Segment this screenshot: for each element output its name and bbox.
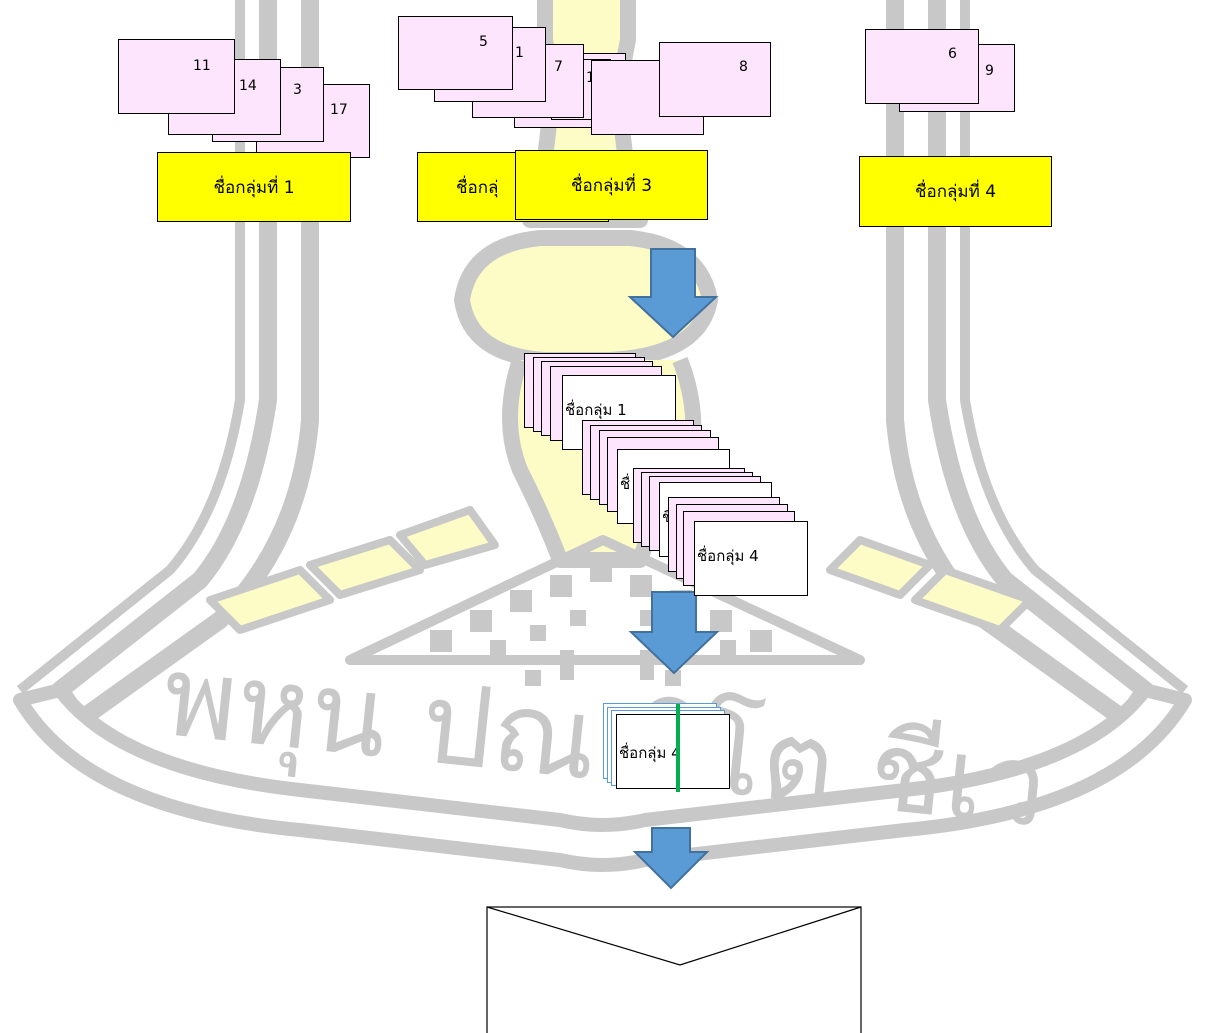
group-label-1: ชื่อกลุ่มที่ 1 <box>157 152 351 222</box>
group-label-3: ชื่อกลุ่มที่ 3 <box>515 150 708 220</box>
group-label-2-text: ชื่อกลุ่ <box>456 174 498 201</box>
down-arrow-3 <box>632 826 710 890</box>
envelope <box>486 906 862 1033</box>
group3-card-8: 8 <box>659 42 771 117</box>
stack-label-card-4: ชื่อกลุ่ม 4 <box>694 521 808 596</box>
bundle-ribbon <box>676 704 680 792</box>
group4-card-6: 6 <box>865 29 979 104</box>
down-arrow-2 <box>628 590 720 675</box>
group2-card-5: 5 <box>398 16 513 90</box>
group1-card-11: 11 <box>118 39 235 114</box>
down-arrow-1 <box>627 247 719 339</box>
group-label-4: ชื่อกลุ่มที่ 4 <box>859 156 1052 227</box>
bundle-card-front: ชื่อกลุ่ม 4 <box>616 714 730 789</box>
